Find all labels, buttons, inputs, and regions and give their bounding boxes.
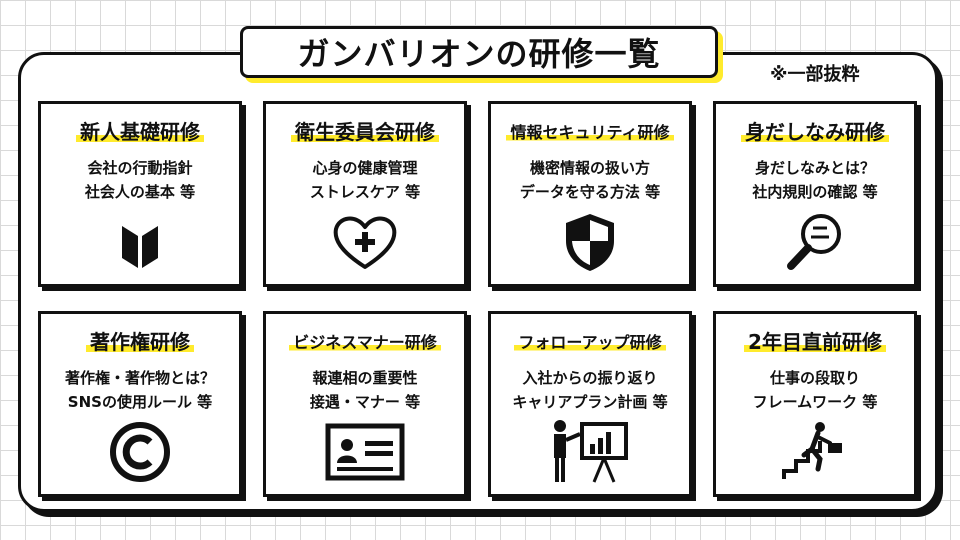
- card-description: 著作権・著作物とは？SNSの使用ルール 等: [64, 369, 215, 411]
- card-title: ビジネスマナー研修: [266, 329, 464, 353]
- training-card-business-manners: ビジネスマナー研修 報連相の重要性接遇・マナー 等: [263, 311, 467, 497]
- shield-icon: [491, 208, 689, 276]
- training-card-follow-up: フォローアップ研修 入社からの振り返りキャリアプラン計画 等: [488, 311, 692, 497]
- training-card-info-security: 情報セキュリティ研修 機密情報の扱い方データを守る方法 等: [488, 101, 692, 287]
- card-description: 身だしなみとは？社内規則の確認 等: [752, 159, 878, 201]
- training-card-second-year: 2年目直前研修 仕事の段取りフレームワーク 等: [713, 311, 917, 497]
- card-description: 仕事の段取りフレームワーク 等: [752, 369, 878, 411]
- card-description: 機密情報の扱い方データを守る方法 等: [519, 159, 661, 201]
- card-title: 著作権研修: [41, 326, 239, 355]
- card-title: 新人基礎研修: [41, 116, 239, 145]
- card-description: 入社からの振り返りキャリアプラン計画 等: [512, 369, 668, 411]
- card-description: 報連相の重要性接遇・マナー 等: [309, 369, 421, 411]
- training-card-copyright: 著作権研修 著作権・著作物とは？SNSの使用ルール 等: [38, 311, 242, 497]
- hand-mirror-icon: [716, 208, 914, 276]
- training-card-new-employee: 新人基礎研修 会社の行動指針社会人の基本 等: [38, 101, 242, 287]
- id-card-icon: [266, 418, 464, 486]
- card-title: 2年目直前研修: [716, 326, 914, 355]
- beginner-mark-icon: [41, 208, 239, 276]
- card-title: 情報セキュリティ研修: [491, 119, 689, 143]
- card-title: フォローアップ研修: [491, 329, 689, 353]
- card-description: 会社の行動指針社会人の基本 等: [84, 159, 196, 201]
- card-description: 心身の健康管理ストレスケア 等: [309, 159, 421, 201]
- card-title: 身だしなみ研修: [716, 116, 914, 145]
- page-title: ガンバリオンの研修一覧: [240, 26, 718, 78]
- training-card-grooming: 身だしなみ研修 身だしなみとは？社内規則の確認 等: [713, 101, 917, 287]
- copyright-icon: [41, 418, 239, 486]
- heart-plus-icon: [266, 208, 464, 276]
- excerpt-note: ※一部抜粋: [770, 64, 860, 85]
- stairs-climber-icon: [716, 418, 914, 486]
- presentation-icon: [491, 418, 689, 486]
- training-card-health: 衛生委員会研修 心身の健康管理ストレスケア 等: [263, 101, 467, 287]
- card-title: 衛生委員会研修: [266, 116, 464, 145]
